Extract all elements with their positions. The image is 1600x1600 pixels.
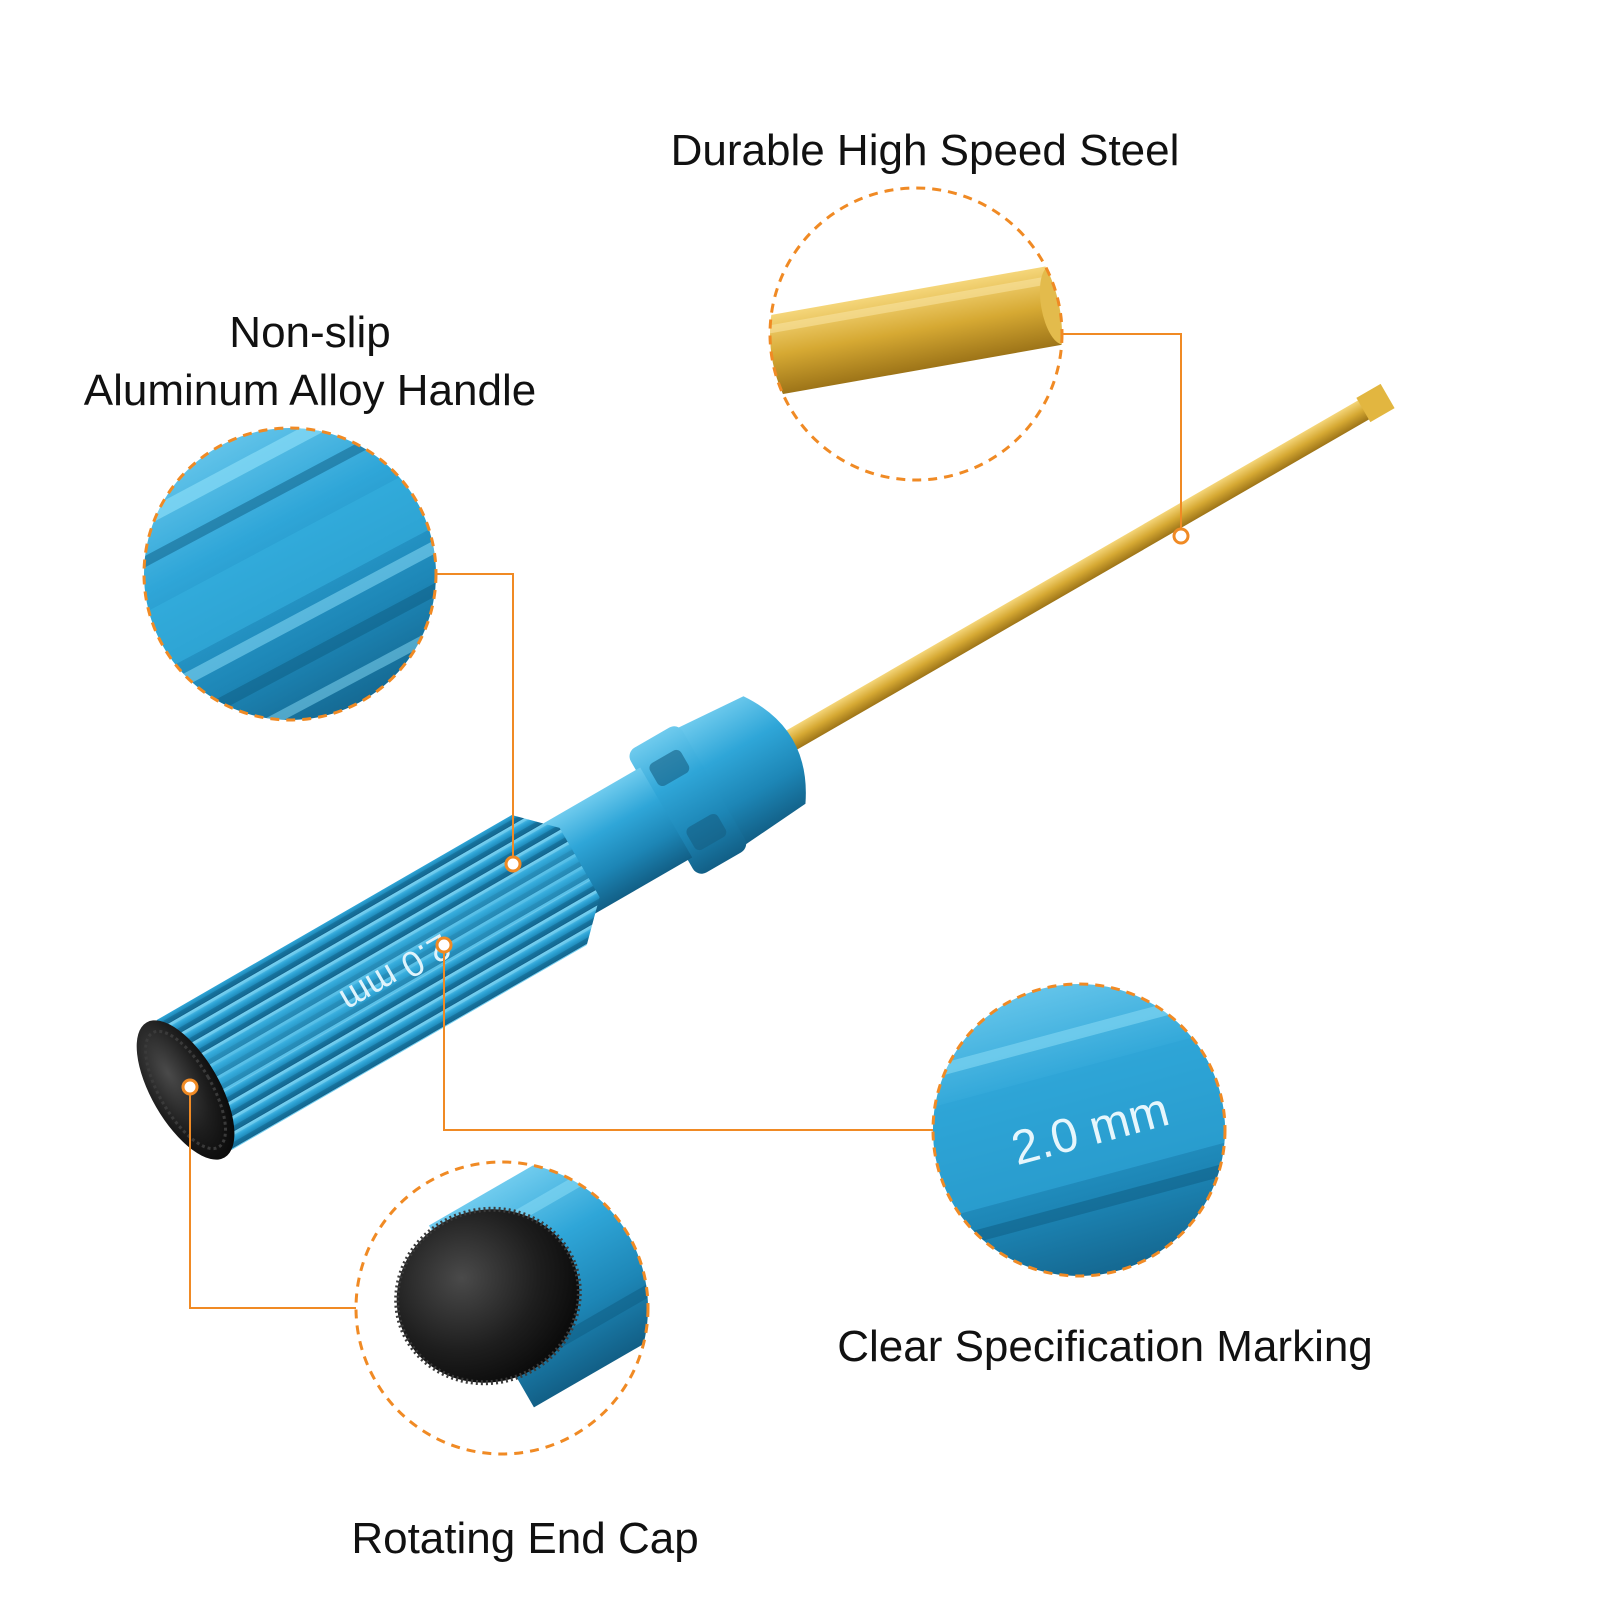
callout-line-handle [436, 573, 514, 864]
callout-dot-marking [435, 936, 453, 954]
steel-shaft [777, 390, 1387, 755]
callout-line-endcap [189, 1087, 356, 1309]
callout-lines [189, 333, 1182, 1309]
callout-line-steel [1062, 333, 1182, 536]
end-cap-zoom [396, 1209, 580, 1383]
callout-dot-steel [1172, 527, 1190, 545]
zoom-circle-endcap [354, 1160, 650, 1456]
callout-dot-endcap [181, 1078, 199, 1096]
caption-steel: Durable High Speed Steel [670, 126, 1180, 175]
handle-collar [671, 696, 806, 849]
callout-dots [181, 527, 1190, 1096]
ribbed-grip [156, 815, 600, 1150]
zoom-circle-steel [768, 186, 1064, 482]
caption-handle-line2: Aluminum Alloy Handle [83, 366, 537, 415]
callout-dot-handle [504, 855, 522, 873]
callout-line-marking [443, 945, 933, 1131]
hex-tip [1356, 383, 1395, 423]
caption-end-cap: Rotating End Cap [351, 1514, 699, 1563]
caption-handle: Non-slip Aluminum Alloy Handle [40, 304, 580, 420]
caption-marking: Clear Specification Marking [837, 1322, 1373, 1371]
caption-handle-line1: Non-slip [229, 308, 391, 357]
